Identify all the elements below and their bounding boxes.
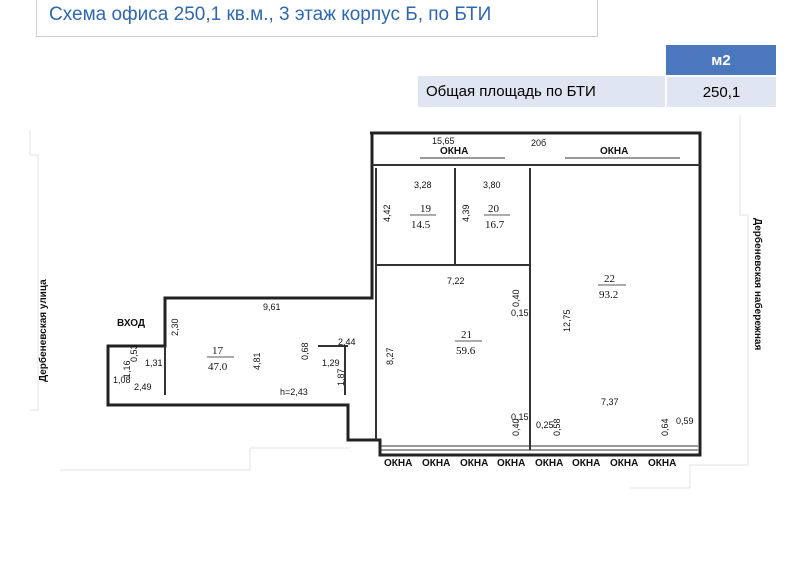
dim-ceiling: h=2,43 (280, 387, 308, 397)
dim-r17-step-h: 1,87 (336, 368, 346, 386)
dim-r22-corner: 0,59 (676, 416, 694, 426)
dim-r20-width: 3,80 (483, 180, 501, 190)
room-20: 20 16.7 (484, 203, 510, 231)
dim-r20-height: 4,39 (461, 204, 471, 222)
dim-lobby: 2,49 (134, 382, 152, 392)
room-22-area: 93.2 (599, 289, 618, 301)
room-17: 17 47.0 (207, 345, 234, 373)
room-17-number: 17 (212, 345, 224, 357)
dim-small-c: 1,16 (122, 360, 132, 378)
room-21-number: 21 (461, 329, 472, 341)
dim-small-d: 1,08 (113, 375, 131, 385)
room-19-area: 14.5 (411, 219, 431, 231)
area-table-header: м2 (418, 45, 776, 77)
dim-top-length: 15,65 (432, 136, 455, 146)
window-label: ОКНА (440, 146, 468, 157)
street-right: Дербеневская набережная (752, 218, 764, 350)
window-labels: ОКНА ОКНА ОКНА ОКНА ОКНА ОКНА ОКНА ОКНА … (384, 146, 676, 469)
room-21: 21 59.6 (455, 329, 482, 357)
room-21-area: 59.6 (456, 345, 476, 357)
dim-r17-wall: 2,44 (338, 337, 356, 347)
area-table-unit: м2 (666, 45, 776, 77)
window-label: ОКНА (497, 458, 525, 469)
dim-small-a: 0,53 (129, 344, 139, 362)
dim-r17-width: 9,61 (263, 302, 281, 312)
area-table-header-blank (418, 45, 666, 76)
dim-r17-col: 0,68 (300, 342, 310, 360)
area-table-row: Общая площадь по БТИ 250,1 (418, 76, 776, 107)
inner-walls (164, 164, 700, 450)
dim-r19-height: 4,42 (382, 204, 392, 222)
dim-r22-height: 12,75 (562, 309, 572, 332)
window-lines (380, 157, 698, 451)
window-label: ОКНА (572, 458, 600, 469)
dim-r21-col-c: 0,15 (511, 412, 529, 422)
title-box: Схема офиса 250,1 кв.м., 3 этаж корпус Б… (36, 0, 598, 37)
room-22-number: 22 (604, 273, 615, 285)
dim-small-b: 1,31 (145, 358, 163, 368)
window-label: ОКНА (535, 458, 563, 469)
window-label: ОКНА (384, 458, 412, 469)
dim-r17-depth: 2,30 (170, 318, 180, 336)
dimension-labels: 15,65 20б 3,28 3,80 4,42 4,39 7,22 0,40 … (113, 136, 694, 436)
area-table-row-label: Общая площадь по БТИ (418, 76, 667, 107)
room-19-number: 19 (420, 203, 432, 215)
entrance-label: ВХОД (117, 318, 145, 329)
dim-r21-col-e: 0,25 (536, 420, 554, 430)
room-17-area: 47.0 (208, 361, 228, 373)
room-20-area: 16.7 (485, 219, 505, 231)
page-title: Схема офиса 250,1 кв.м., 3 этаж корпус Б… (49, 4, 492, 25)
room-20-number: 20 (488, 203, 500, 215)
window-label: ОКНА (610, 458, 638, 469)
window-label: ОКНА (422, 458, 450, 469)
dim-r17-step: 1,29 (322, 358, 340, 368)
dim-r21-col-f: 0,58 (552, 418, 562, 436)
dim-r21-col-d: 0,40 (511, 418, 521, 436)
outer-walls (106, 131, 702, 457)
area-table-row-value: 250,1 (666, 76, 776, 107)
window-label: ОКНА (600, 146, 628, 157)
dim-top-mark: 20б (531, 138, 546, 148)
dim-r21-col: 0,40 (511, 289, 521, 307)
dim-r17-height: 4,81 (252, 352, 262, 370)
area-table: м2 Общая площадь по БТИ 250,1 (418, 45, 776, 107)
dim-r19-width: 3,28 (414, 180, 432, 190)
dim-r21-width: 7,22 (447, 276, 465, 286)
dim-r21-left: 8,27 (385, 347, 395, 365)
dim-r21-col-b: 0,15 (511, 308, 529, 318)
dim-r22-corner-b: 0,64 (660, 418, 670, 436)
room-19: 19 14.5 (410, 203, 436, 231)
window-label: ОКНА (648, 458, 676, 469)
dim-r22-width: 7,37 (601, 397, 619, 407)
street-left: Дербеневская улица (37, 279, 49, 382)
plan-background (29, 115, 749, 489)
room-22: 22 93.2 (598, 273, 626, 301)
window-label: ОКНА (460, 458, 488, 469)
